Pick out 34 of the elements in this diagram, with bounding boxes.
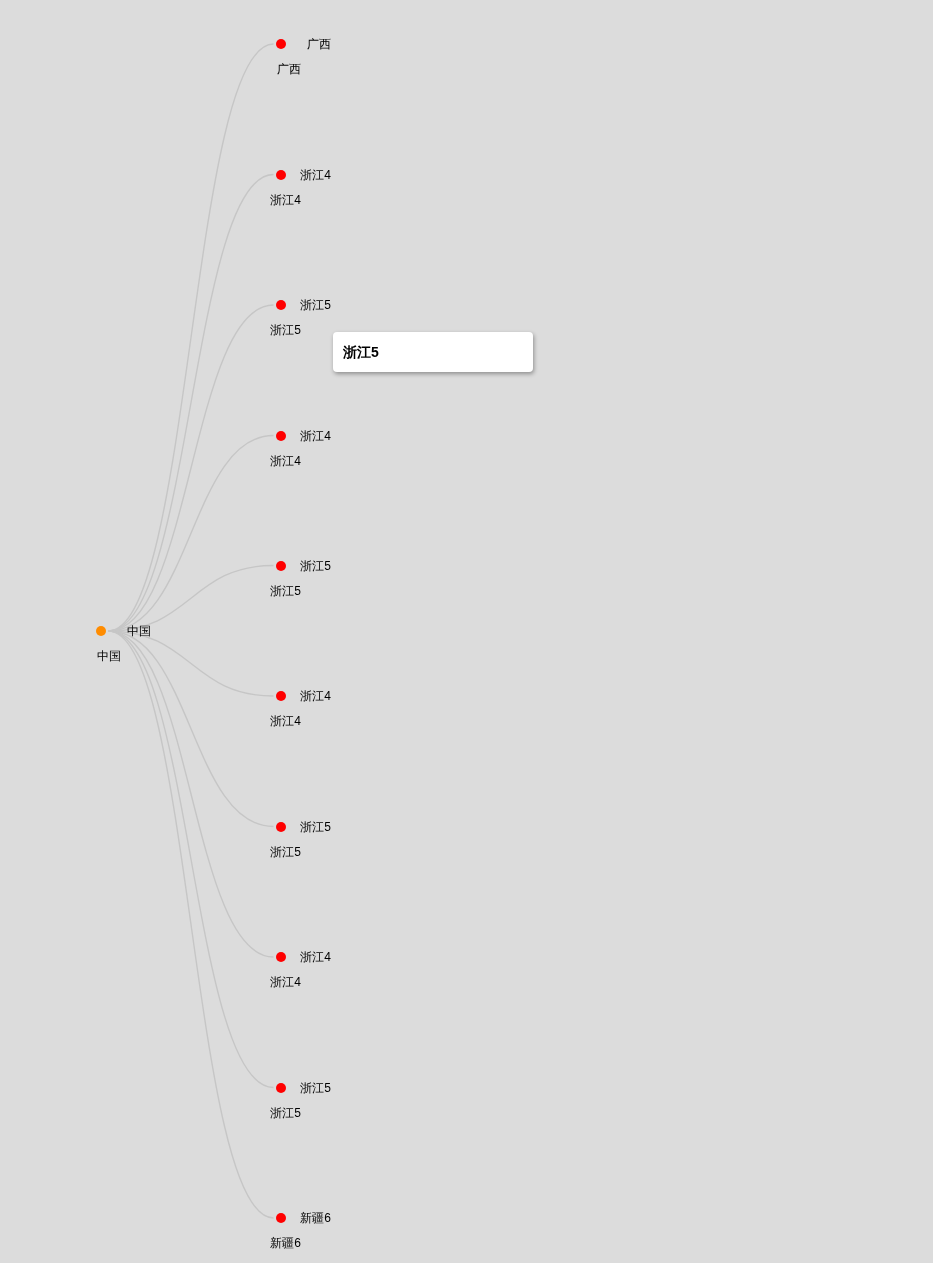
node-dot: [276, 952, 286, 962]
node-label: 浙江4: [270, 453, 301, 468]
node-dot: [96, 626, 106, 636]
tooltip: 浙江5: [333, 332, 533, 372]
node-label: 浙江5: [270, 1105, 301, 1120]
node-dot: [276, 300, 286, 310]
node-label: 浙江4: [300, 689, 331, 703]
node-label: 广西: [307, 37, 331, 51]
node-dot: [276, 691, 286, 701]
node-label: 浙江5: [300, 558, 331, 573]
node-dot: [276, 1082, 286, 1093]
node-label: 新疆6: [300, 1211, 331, 1225]
node-label: 中国: [127, 624, 151, 638]
node-label: 浙江4: [300, 950, 331, 964]
node-dot: [276, 169, 286, 180]
node-label: 浙江4: [270, 714, 301, 728]
node-dot: [276, 560, 286, 571]
node-label: 新疆6: [270, 1236, 301, 1250]
node-label: 浙江5: [270, 323, 301, 337]
node-label: 浙江5: [270, 583, 301, 598]
node-dot: [276, 39, 286, 49]
node-label: 浙江4: [270, 192, 301, 207]
node-label: 中国: [97, 649, 121, 663]
node-label: 浙江5: [300, 298, 331, 312]
node-label: 浙江5: [300, 1080, 331, 1095]
node-dot: [276, 821, 286, 832]
node-dot: [276, 430, 286, 441]
node-label: 浙江5: [300, 819, 331, 834]
node-dot: [276, 1213, 286, 1223]
node-label: 浙江4: [270, 975, 301, 989]
node-label: 浙江4: [300, 428, 331, 443]
node-label: 浙江4: [300, 167, 331, 182]
node-label: 广西: [277, 62, 301, 76]
node-label: 浙江5: [270, 844, 301, 859]
